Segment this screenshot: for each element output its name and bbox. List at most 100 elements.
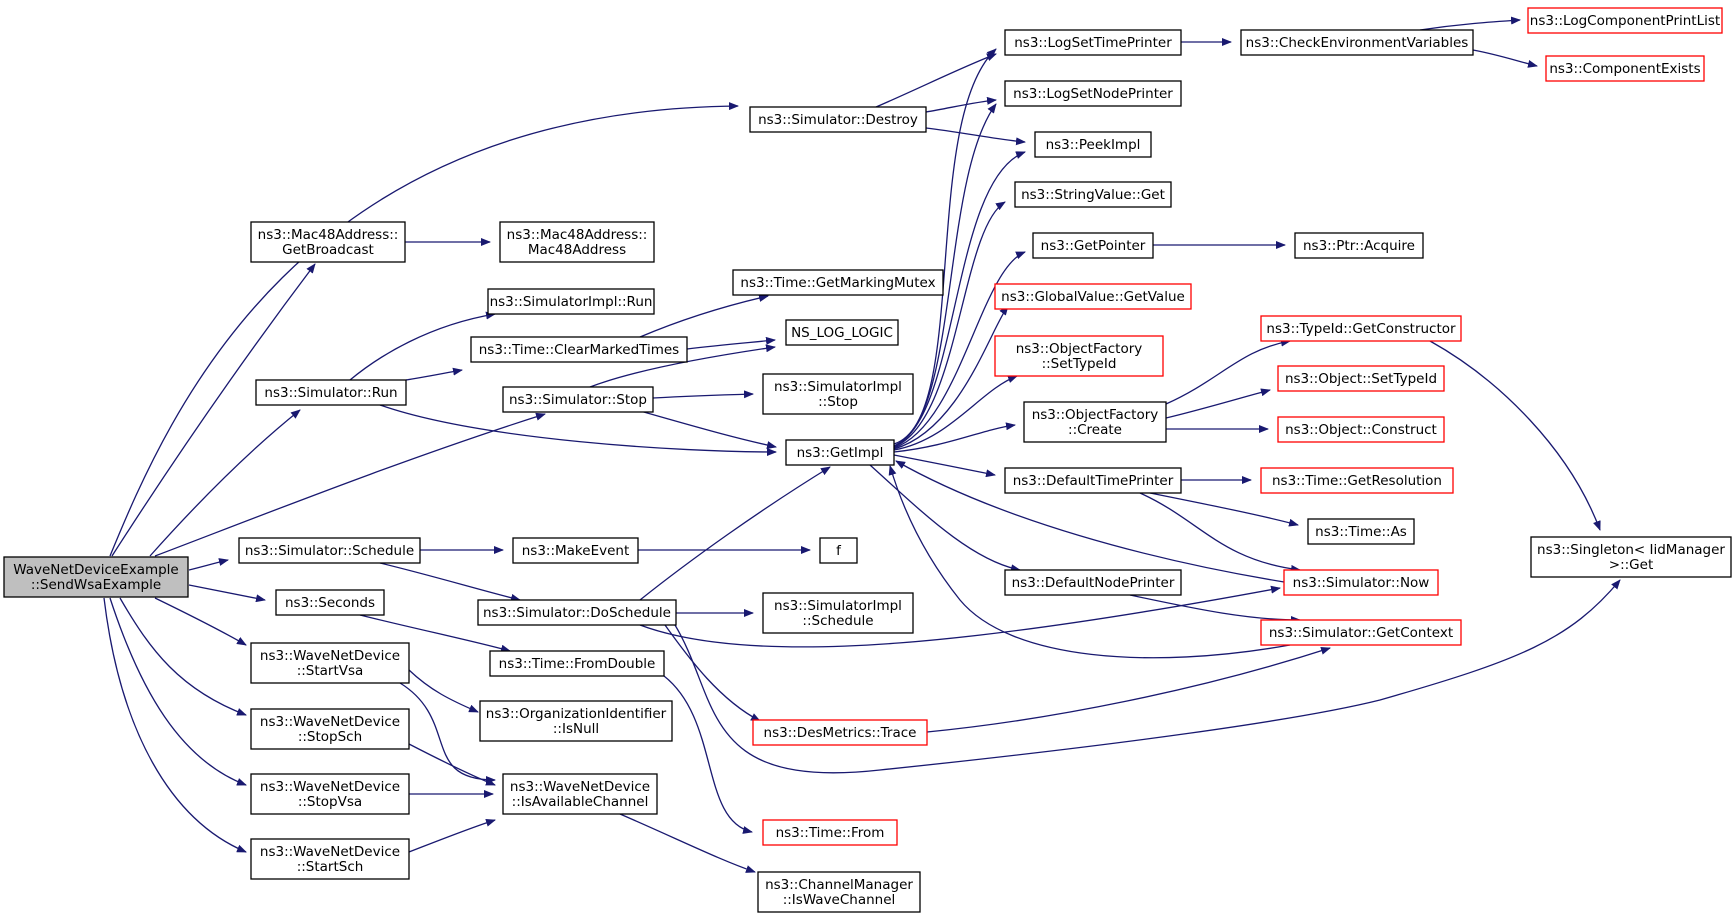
node-simstop[interactable]: ns3::Simulator::Stop (502, 386, 654, 413)
node-label: ::IsAvailableChannel (512, 794, 649, 810)
node-box (275, 589, 385, 616)
node-logcomplist[interactable]: ns3::LogComponentPrintList (1527, 7, 1723, 34)
node-box (470, 336, 688, 363)
node-startsch[interactable]: ns3::WaveNetDevice::StartSch (250, 838, 410, 880)
node-stopvsa[interactable]: ns3::WaveNetDevice::StopVsa (250, 773, 410, 815)
node-mac48ctor[interactable]: ns3::Mac48Address::Mac48Address (499, 221, 655, 263)
node-makeevent[interactable]: ns3::MakeEvent (512, 537, 639, 564)
node-deftimeprinter[interactable]: ns3::DefaultTimePrinter (1004, 467, 1182, 494)
node-label: ns3::LogComponentPrintList (1530, 13, 1720, 29)
edge-getimpl-to-stringget (893, 201, 1006, 448)
node-simimplrun[interactable]: ns3::SimulatorImpl::Run (487, 288, 655, 315)
node-simnow[interactable]: ns3::Simulator::Now (1283, 569, 1439, 596)
node-peekimpl[interactable]: ns3::PeekImpl (1034, 131, 1152, 158)
node-timeas[interactable]: ns3::Time::As (1307, 518, 1415, 545)
node-stringget[interactable]: ns3::StringValue::Get (1014, 181, 1172, 208)
node-stopsch[interactable]: ns3::WaveNetDevice::StopSch (250, 708, 410, 750)
node-label: ns3::Simulator::Now (1293, 575, 1430, 591)
node-box (785, 439, 895, 466)
node-label: ns3::Mac48Address:: (507, 227, 648, 243)
node-defnodeprinter[interactable]: ns3::DefaultNodePrinter (1004, 569, 1182, 596)
edge-simrun-to-simimplrun (349, 311, 496, 381)
edge-clearmarked-to-markingmutex (639, 294, 769, 338)
node-seconds[interactable]: ns3::Seconds (275, 589, 385, 616)
node-box (1004, 467, 1182, 494)
node-box (1260, 619, 1462, 646)
edge-startsch-to-isavail (408, 818, 496, 853)
node-doschedule[interactable]: ns3::Simulator::DoSchedule (477, 599, 677, 626)
node-label: ns3::WaveNetDevice (260, 779, 400, 795)
node-iswave[interactable]: ns3::ChannelManager::IsWaveChannel (757, 871, 921, 913)
node-checkenv[interactable]: ns3::CheckEnvironmentVariables (1240, 29, 1474, 56)
node-desmetrics[interactable]: ns3::DesMetrics::Trace (752, 719, 928, 746)
node-label: ::Create (1068, 422, 1122, 438)
node-objconstruct[interactable]: ns3::Object::Construct (1277, 416, 1445, 443)
edge-checkenv-to-logcomplist (1419, 16, 1521, 31)
node-getbroadcast[interactable]: ns3::Mac48Address::GetBroadcast (250, 221, 406, 263)
node-simrun[interactable]: ns3::Simulator::Run (255, 379, 407, 406)
node-label: ns3::WaveNetDevice (260, 844, 400, 860)
node-box (502, 773, 658, 815)
edge-seconds-to-fromdouble (359, 614, 511, 653)
node-box (487, 288, 655, 315)
node-ofcreate[interactable]: ns3::ObjectFactory::Create (1023, 401, 1167, 443)
node-box (499, 221, 655, 263)
edge-ofcreate-to-typeidctor (1165, 338, 1291, 405)
node-label: ::SetTypeId (1042, 356, 1117, 372)
node-timefrom[interactable]: ns3::Time::From (762, 819, 898, 846)
node-schedule[interactable]: ns3::Simulator::Schedule (238, 537, 421, 564)
edge-getimpl-to-getpointer (893, 251, 1026, 449)
node-label: ns3::ChannelManager (765, 877, 913, 893)
node-getpointer[interactable]: ns3::GetPointer (1032, 232, 1154, 259)
node-ptracquire[interactable]: ns3::Ptr::Acquire (1294, 232, 1424, 259)
edge-doschedule-to-desmetrics (664, 624, 761, 722)
node-label: ns3::Mac48Address:: (258, 227, 399, 243)
node-nslog[interactable]: NS_LOG_LOGIC (785, 319, 899, 346)
node-box (479, 700, 673, 742)
node-simimplstop[interactable]: ns3::SimulatorImpl::Stop (762, 373, 914, 415)
node-label: ::Stop (818, 394, 858, 410)
node-getresolution[interactable]: ns3::Time::GetResolution (1260, 467, 1454, 494)
node-label: ns3::DesMetrics::Trace (764, 725, 917, 741)
node-label: ::StartVsa (297, 663, 364, 679)
node-singleton[interactable]: ns3::Singleton< IidManager>::Get (1530, 536, 1732, 578)
edge-simrun-to-clearmarked (405, 367, 463, 381)
node-box (994, 335, 1164, 377)
node-ofsettypeid[interactable]: ns3::ObjectFactory::SetTypeId (994, 335, 1164, 377)
node-startvsa[interactable]: ns3::WaveNetDevice::StartVsa (250, 642, 410, 684)
node-destroy[interactable]: ns3::Simulator::Destroy (749, 106, 927, 133)
call-edges (103, 16, 1621, 873)
node-getimpl[interactable]: ns3::GetImpl (785, 439, 895, 466)
node-isavail[interactable]: ns3::WaveNetDevice::IsAvailableChannel (502, 773, 658, 815)
edge-doschedule-to-singleton (674, 579, 1621, 774)
node-markingmutex[interactable]: ns3::Time::GetMarkingMutex (732, 269, 944, 296)
node-label: ns3::Time::GetMarkingMutex (740, 275, 935, 291)
node-box (255, 379, 407, 406)
node-globalget[interactable]: ns3::GlobalValue::GetValue (994, 283, 1192, 310)
edge-getimpl-to-ofcreate (893, 422, 1016, 453)
node-box (238, 537, 421, 564)
node-compexists[interactable]: ns3::ComponentExists (1545, 55, 1705, 82)
node-simimplschedule[interactable]: ns3::SimulatorImpl::Schedule (762, 592, 914, 634)
node-getcontext[interactable]: ns3::Simulator::GetContext (1260, 619, 1462, 646)
node-fromdouble[interactable]: ns3::Time::FromDouble (489, 650, 665, 677)
node-orgisnull[interactable]: ns3::OrganizationIdentifier::IsNull (479, 700, 673, 742)
node-label: ns3::ObjectFactory (1032, 407, 1159, 423)
node-objsettypeid[interactable]: ns3::Object::SetTypeId (1277, 365, 1445, 392)
node-box (489, 650, 665, 677)
node-typeidctor[interactable]: ns3::TypeId::GetConstructor (1260, 315, 1462, 342)
node-label: ::StopSch (298, 729, 362, 745)
node-box (250, 773, 410, 815)
node-label: ns3::Seconds (285, 595, 375, 611)
edge-typeidctor-to-singleton (1429, 340, 1601, 531)
edge-simstop-to-simimplstop (652, 390, 754, 399)
node-clearmarked[interactable]: ns3::Time::ClearMarkedTimes (470, 336, 688, 363)
node-logsetnode[interactable]: ns3::LogSetNodePrinter (1004, 80, 1182, 107)
node-label: ::IsWaveChannel (783, 892, 896, 908)
node-label: ns3::SimulatorImpl (774, 598, 902, 614)
node-root[interactable]: WaveNetDeviceExample::SendWsaExample (3, 556, 189, 598)
node-label: ::SendWsaExample (31, 577, 161, 593)
node-logsettime[interactable]: ns3::LogSetTimePrinter (1004, 29, 1182, 56)
node-f[interactable]: f (819, 537, 858, 564)
